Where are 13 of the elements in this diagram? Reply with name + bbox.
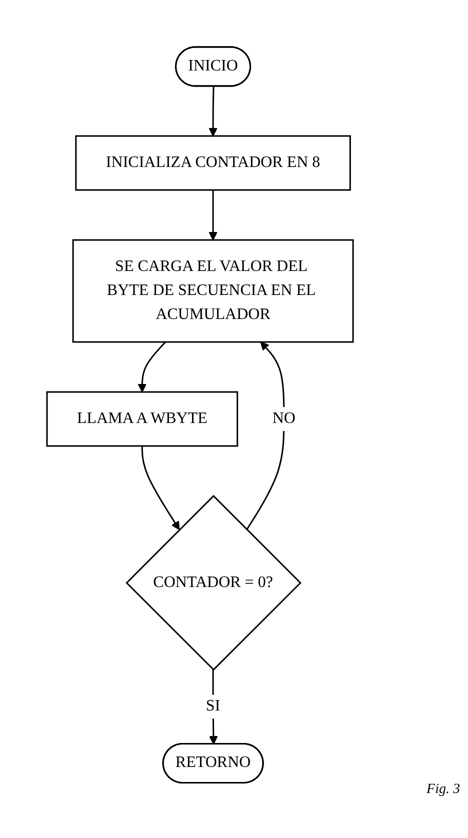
arrow: [208, 190, 218, 241]
node-diamond: CONTADOR = 0?: [126, 495, 302, 671]
figure-caption: Fig. 3: [426, 782, 460, 798]
edge-label: SI: [206, 698, 220, 715]
node-box: LLAMA A WBYTE: [46, 391, 238, 447]
arrow: [246, 342, 285, 530]
node-box: INICIALIZA CONTADOR EN 8: [75, 135, 351, 191]
node-box: SE CARGA EL VALOR DEL BYTE DE SECUENCIA EN EL ACUMULADOR: [72, 239, 354, 343]
edge-label: NO: [272, 410, 296, 428]
arrow: [208, 86, 218, 137]
arrow: [141, 446, 180, 530]
arrow: [138, 342, 166, 393]
arrow: [209, 670, 218, 745]
